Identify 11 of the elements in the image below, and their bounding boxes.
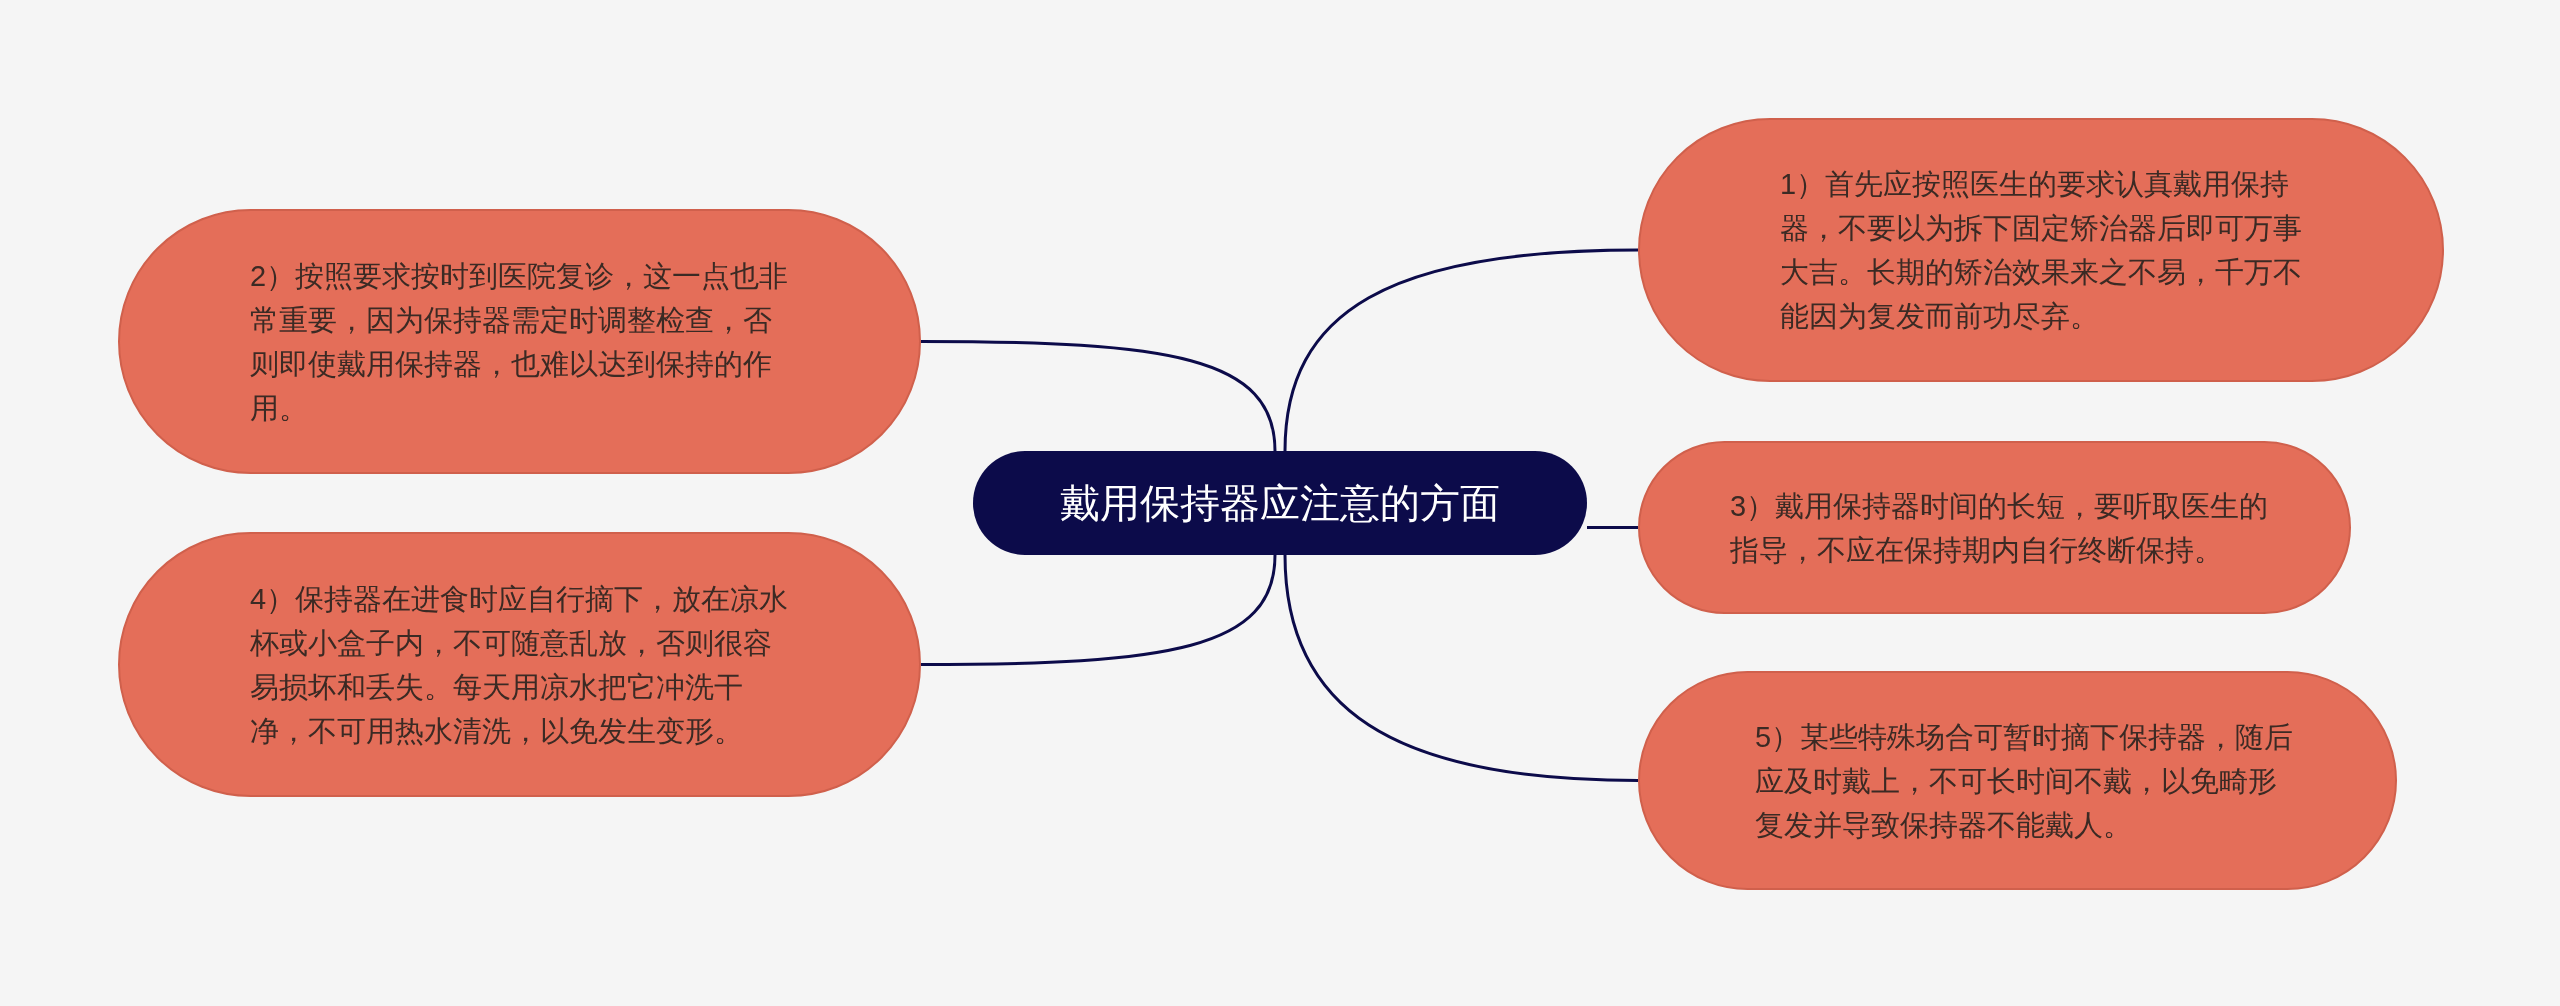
connector-line [1587,526,1638,529]
note-text: 5）某些特殊场合可暂时摘下保持器，随后应及时戴上，不可长时间不戴，以免畸形复发并导致保持器不能戴人。 [1755,719,2295,843]
connector-line [921,340,1277,452]
note-text: 3）戴用保持器时间的长短，要听取医生的指导，不应在保持期内自行终断保持。 [1730,488,2270,568]
note-text: 4）保持器在进食时应自行摘下，放在凉水杯或小盒子内，不可随意乱放，否则很容易损坏和丢失。每天用凉水把它冲洗干净，不可用热水清洗，以免发生变形。 [250,581,790,749]
connector-line [921,554,1277,666]
connector-line [1283,554,1639,782]
connector-line [1283,248,1639,452]
topic-text: 戴用保持器应注意的方面 [1060,480,1500,527]
note-text: 2）按照要求按时到医院复诊，这一点也非常重要，因为保持器需定时调整检查，否则即使戴用保持器，也难以达到保持的作用。 [250,258,790,426]
note-text: 1）首先应按照医生的要求认真戴用保持器，不要以为拆下固定矫治器后即可万事大吉。长期的矫治效果来之不易，千万不能因为复发而前功尽弃。 [1780,167,2303,334]
